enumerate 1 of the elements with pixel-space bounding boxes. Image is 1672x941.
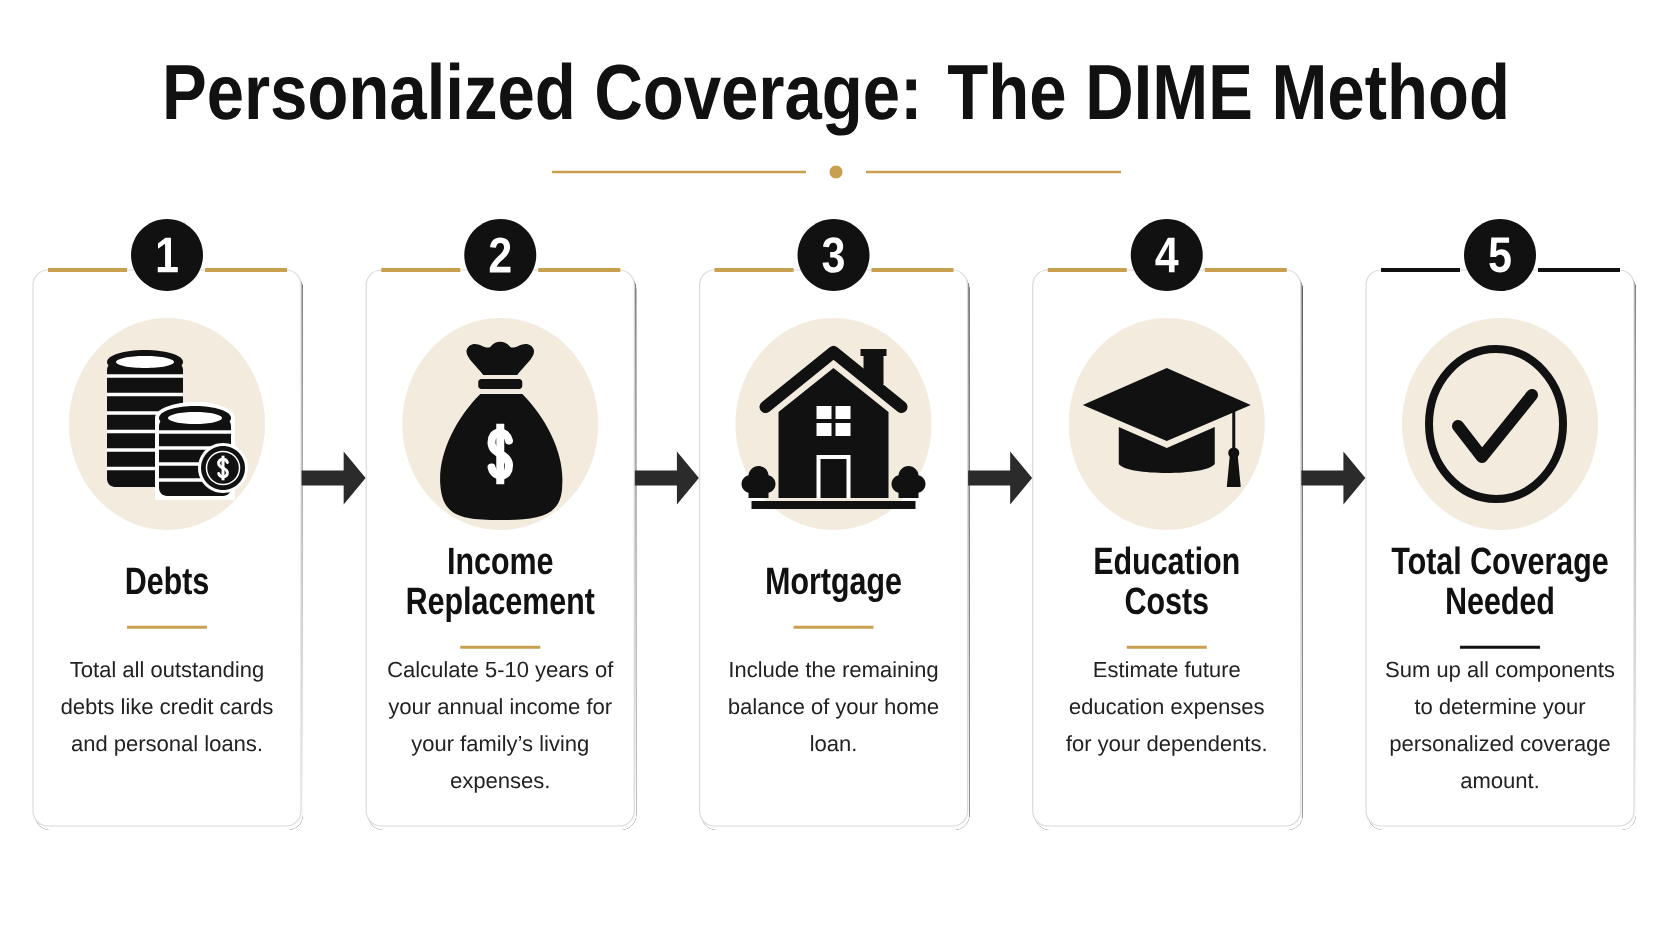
title: Personalized Coverage: The DIME Method [166, 62, 1506, 136]
